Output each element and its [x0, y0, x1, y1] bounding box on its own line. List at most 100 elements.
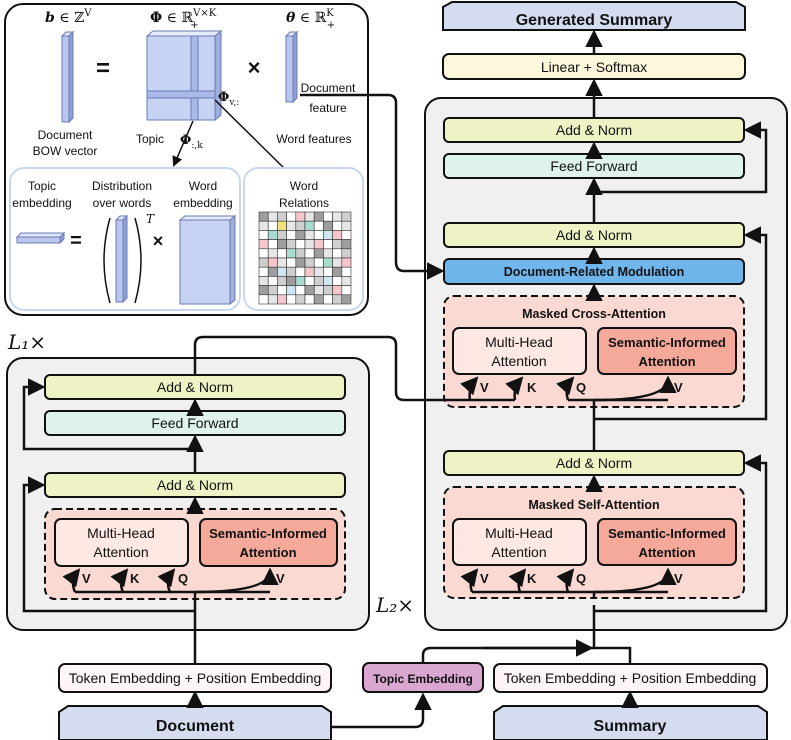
relation-cell [277, 211, 287, 222]
relation-cell [304, 248, 315, 259]
enc-add-norm-bottom-label: Add & Norm [157, 477, 233, 493]
transpose-label: T [146, 212, 155, 226]
relation-cell [295, 230, 306, 240]
enc-mha-label-1: Multi-Head [87, 525, 155, 541]
doc-bow-label-1: Document [38, 128, 93, 142]
relation-cell [258, 239, 269, 250]
equals-sign-2: = [70, 230, 82, 252]
document-input-label: Document [156, 718, 235, 735]
relation-cell [332, 211, 343, 222]
enc-v2-label: V [276, 571, 285, 586]
word-relations-grid [258, 211, 352, 305]
relation-cell [267, 248, 278, 259]
relation-cell [323, 276, 333, 286]
relation-cell [304, 211, 315, 222]
relation-cell [313, 285, 324, 296]
enc-add-norm-top-label: Add & Norm [157, 379, 233, 395]
relations-label-1: Word [290, 179, 318, 193]
relation-cell [267, 285, 278, 296]
word-features-arrow [214, 99, 294, 178]
relation-cell [332, 239, 343, 250]
enc-mha [54, 518, 189, 567]
relation-cell [341, 230, 352, 240]
relation-cell [277, 257, 287, 268]
relation-cell [286, 230, 297, 240]
relation-cell [258, 257, 269, 268]
topic-label: Topic [136, 132, 164, 146]
relation-cell [277, 276, 287, 286]
relation-cell [286, 285, 297, 296]
relation-cell [323, 294, 333, 305]
self-sia-label-2: Attention [638, 545, 695, 560]
relation-cell [258, 276, 269, 286]
decoder-repeat-label: L₂× [375, 593, 414, 617]
cross-sia-label-1: Semantic-Informed [608, 335, 726, 350]
generated-summary-label: Generated Summary [516, 12, 673, 29]
summary-input [493, 705, 768, 740]
word-emb-label-2: embedding [173, 196, 232, 210]
enc-mha-label-2: Attention [93, 544, 148, 560]
relation-cell [267, 239, 278, 250]
relation-cell [258, 266, 269, 277]
relation-cell [304, 276, 315, 286]
relation-cell [332, 266, 343, 277]
self-mha-label-1: Multi-Head [485, 525, 553, 541]
relation-cell [258, 211, 269, 222]
relation-cell [277, 266, 287, 277]
relation-cell [277, 230, 287, 240]
cross-sia-label-2: Attention [638, 354, 695, 369]
linear-softmax-label: Linear + Softmax [541, 59, 647, 75]
equals-sign-1: = [96, 55, 110, 82]
relation-cell [332, 248, 343, 259]
relation-cell [295, 294, 306, 305]
dist-label-2: over words [93, 196, 152, 210]
enc-sia [199, 518, 338, 567]
relation-cell [277, 239, 287, 250]
relation-cell [323, 257, 333, 268]
relation-cell [323, 248, 333, 259]
relation-cell [295, 276, 306, 286]
word-features-label: Word features [276, 132, 351, 146]
enc-embedding-label: Token Embedding + Position Embedding [69, 670, 322, 686]
self-v-label: V [480, 571, 489, 586]
dec-add-norm-2-label: Add & Norm [556, 227, 632, 243]
relation-cell [267, 266, 278, 277]
relation-cell [295, 257, 306, 268]
self-k-label: K [527, 571, 537, 586]
generated-summary-output [442, 1, 746, 31]
relation-cell [267, 276, 278, 286]
enc-feed-forward-label: Feed Forward [151, 415, 238, 431]
relation-cell [323, 230, 333, 240]
times-sign-1: × [248, 55, 261, 80]
relation-cell [286, 257, 297, 268]
relation-cell [341, 248, 352, 259]
relation-cell [341, 257, 352, 268]
relation-cell [332, 294, 343, 305]
relation-cell [286, 266, 297, 277]
relation-cell [313, 211, 324, 222]
decoder-panel: L₂× Add & Norm Feed Forward Add & Norm D… [375, 97, 788, 631]
enc-v-label: V [82, 571, 91, 586]
topic-embedding-label: Topic Embedding [373, 672, 473, 686]
relation-cell [295, 220, 306, 231]
b-label: b ∈ ℤV [45, 8, 92, 26]
self-v2-label: V [674, 571, 683, 586]
relation-cell [341, 276, 352, 286]
topic-arrow [172, 120, 194, 167]
theta-label: θ ∈ ℝK+ [286, 8, 335, 31]
word-embedding-shape [178, 214, 237, 306]
relation-cell [341, 294, 352, 305]
relation-cell [277, 285, 287, 296]
dec-add-norm-1-label: Add & Norm [556, 122, 632, 138]
encoder-repeat-label: L₁× [7, 330, 46, 354]
relation-cell [286, 294, 297, 305]
relation-cell [258, 285, 269, 296]
relation-cell [267, 257, 278, 268]
relation-cell [277, 220, 287, 231]
relation-cell [341, 220, 352, 231]
relation-cell [258, 230, 269, 240]
self-mha [452, 518, 587, 566]
relation-cell [323, 220, 333, 231]
enc-sia-label-1: Semantic-Informed [209, 526, 327, 541]
cross-mha [452, 327, 587, 375]
